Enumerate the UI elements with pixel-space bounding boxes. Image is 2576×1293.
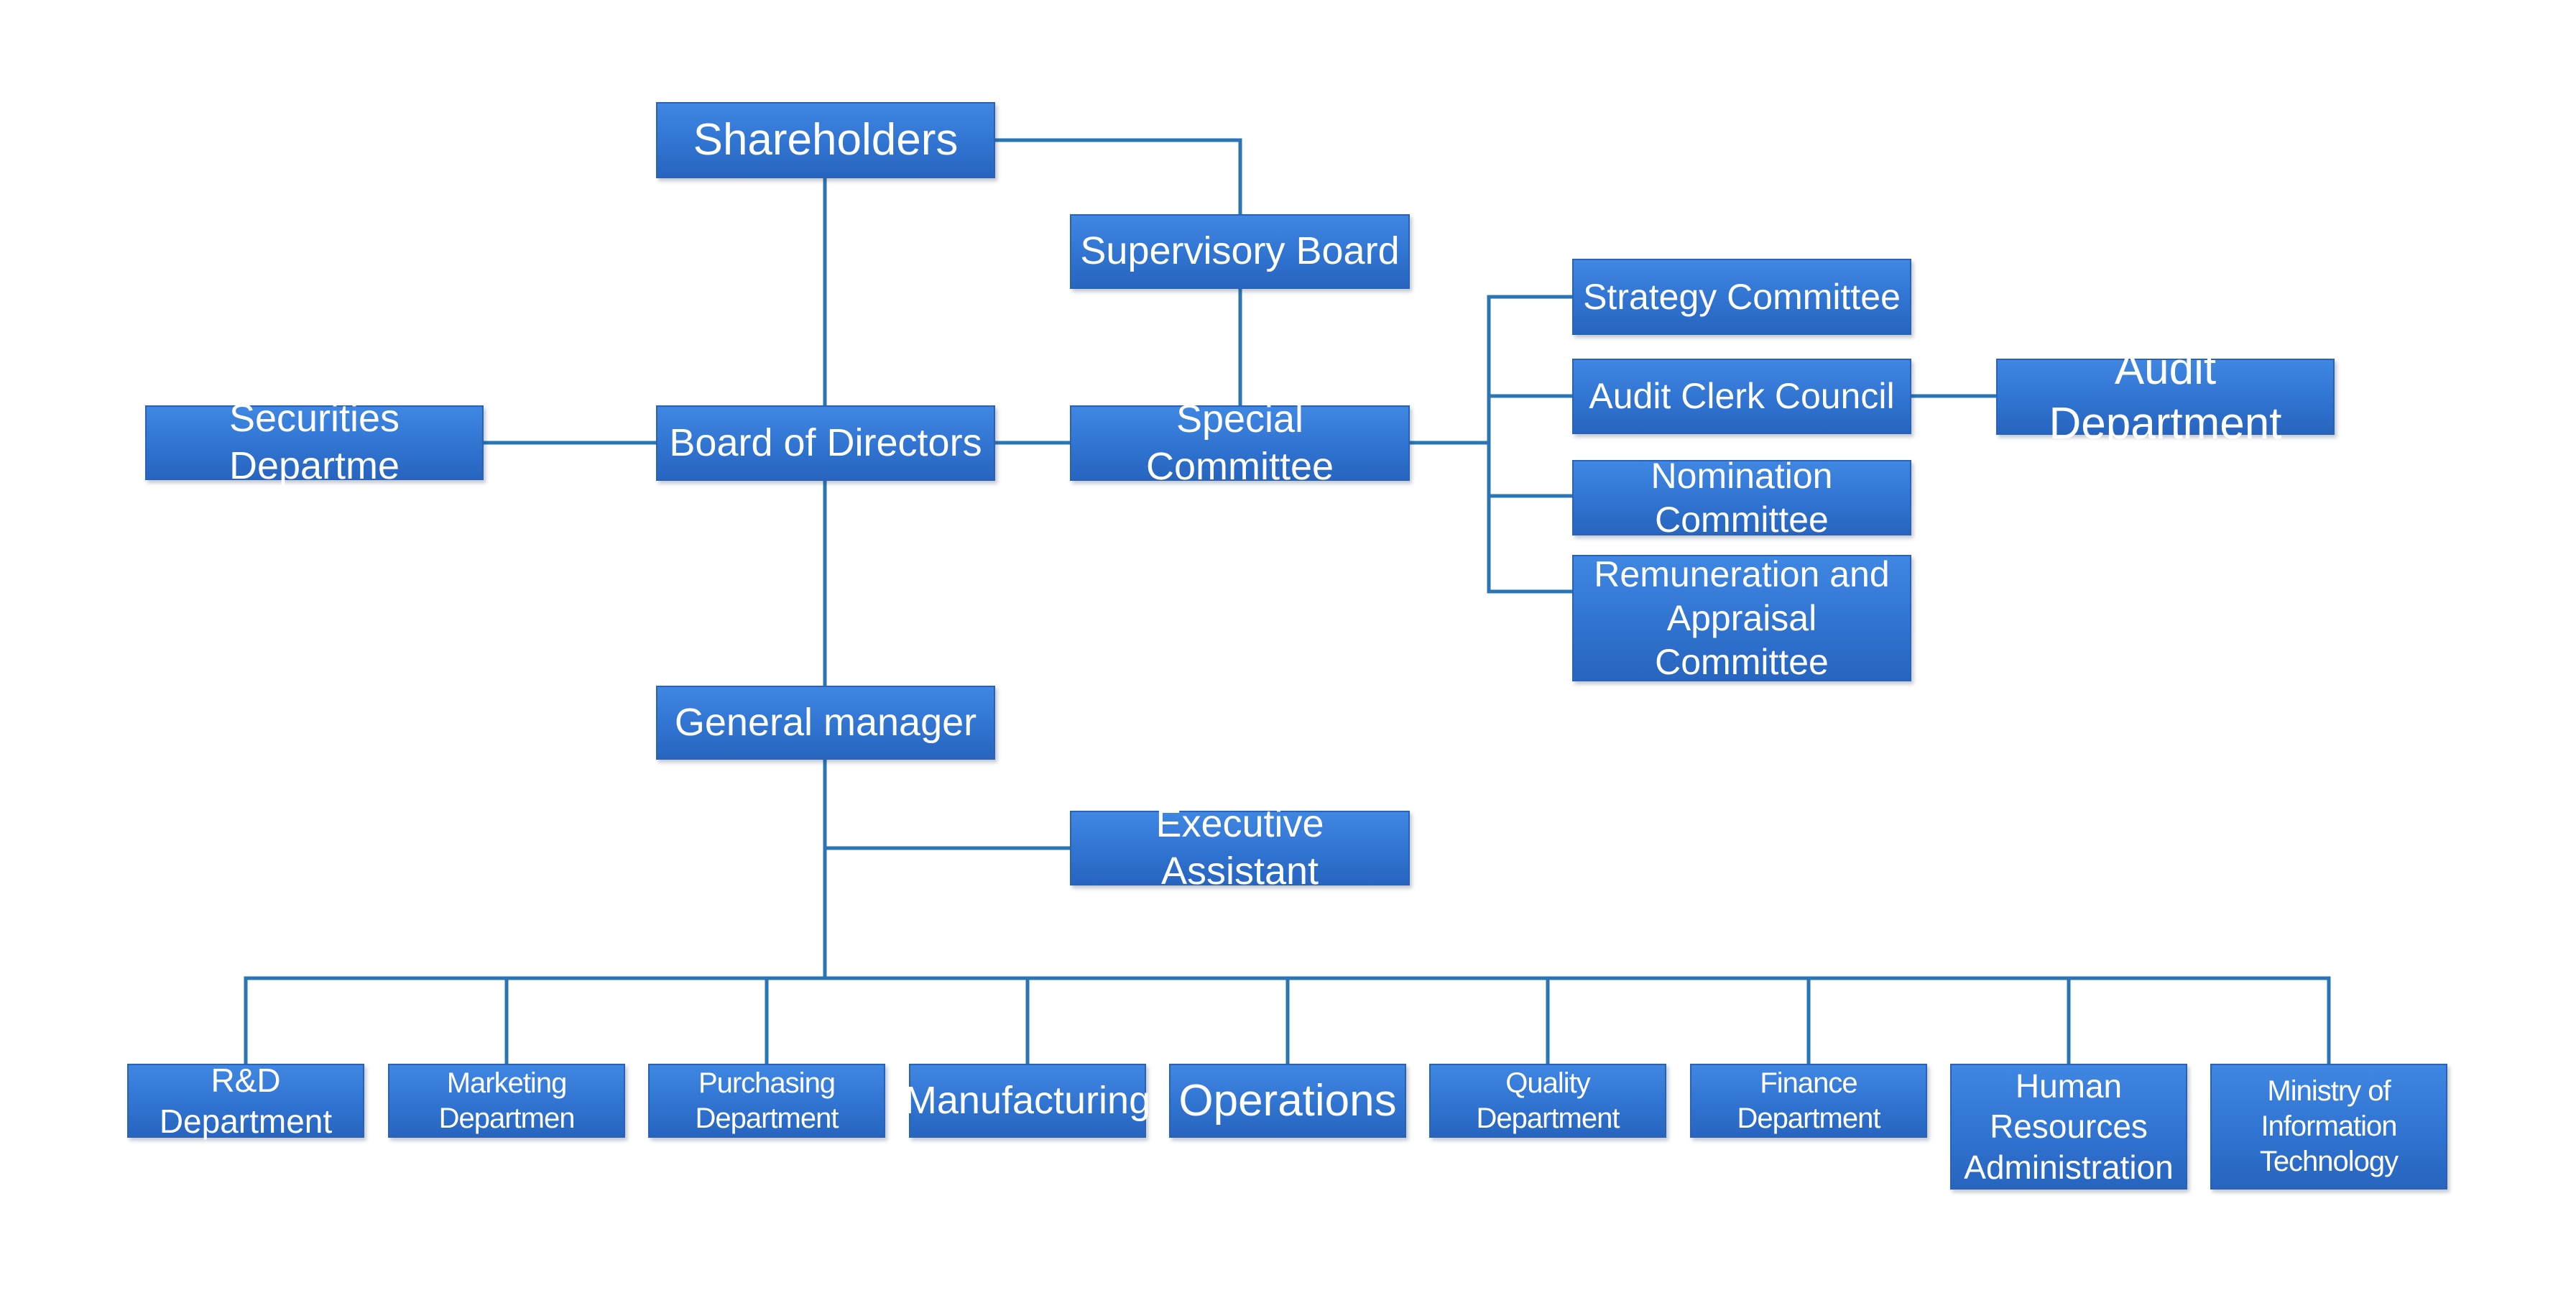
node-nomination-committee: Nomination Committee: [1572, 456, 1911, 540]
node-audit-department-label: Audit Department: [2049, 344, 2282, 448]
node-finance-department: Finance Department: [1690, 1064, 1927, 1138]
node-executive-assistant: Executive Assistant: [1070, 802, 1410, 893]
node-audit-clerk-council: Audit Clerk Council: [1572, 359, 1911, 434]
node-purchasing-department-label: Purchasing Department: [695, 1067, 839, 1134]
node-special-committee-label: Special Committee: [1145, 397, 1334, 488]
node-general-manager-label: General manager: [674, 700, 977, 744]
node-board-of-directors-label: Board of Directors: [669, 420, 982, 464]
node-shareholders: Shareholders: [656, 102, 995, 178]
node-strategy-committee-label: Strategy Committee: [1583, 276, 1901, 317]
node-hr-administration-line2: Administration: [1964, 1148, 2174, 1186]
node-manufacturing-label: Manufacturing: [904, 1078, 1151, 1122]
node-rd-department: R&D Department: [127, 1062, 364, 1140]
node-supervisory-board: Supervisory Board: [1070, 214, 1410, 289]
node-nomination-committee-label: Nomination Committee: [1651, 455, 1833, 540]
node-manufacturing: Manufacturing: [905, 1064, 1150, 1138]
node-securities-department-label: Securities Departme: [228, 397, 400, 487]
node-finance-department-label: Finance Department: [1737, 1067, 1881, 1134]
node-purchasing-department: Purchasing Department: [648, 1064, 885, 1138]
node-securities-department: Securities Departme: [145, 397, 484, 487]
node-strategy-committee: Strategy Committee: [1572, 259, 1911, 335]
node-shareholders-label: Shareholders: [693, 115, 959, 165]
node-hr-administration: Human Resources Administration: [1950, 1064, 2187, 1190]
node-information-technology-line1: Ministry of Information: [2261, 1075, 2397, 1143]
node-quality-department-label: Quality Department: [1476, 1067, 1620, 1134]
node-information-technology: Ministry of Information Technology: [2210, 1064, 2447, 1190]
node-supervisory-board-label: Supervisory Board: [1080, 229, 1400, 273]
node-remuneration-committee-line2: Appraisal Committee: [1655, 597, 1829, 682]
node-hr-administration-text: Human Resources Administration: [1957, 1066, 2180, 1187]
node-audit-clerk-council-label: Audit Clerk Council: [1589, 376, 1895, 416]
node-information-technology-line2: Technology: [2259, 1145, 2399, 1177]
node-operations-label: Operations: [1178, 1075, 1397, 1126]
node-remuneration-committee-text: Remuneration and Appraisal Committee: [1579, 553, 1904, 684]
node-special-committee: Special Committee: [1070, 397, 1410, 488]
node-board-of-directors: Board of Directors: [656, 405, 995, 481]
node-marketing-department: Marketing Departmen: [388, 1064, 625, 1138]
node-remuneration-committee-line1: Remuneration and: [1594, 553, 1890, 594]
node-rd-department-label: R&D Department: [159, 1062, 333, 1140]
node-executive-assistant-label: Executive Assistant: [1155, 802, 1324, 893]
node-general-manager: General manager: [656, 686, 995, 760]
node-information-technology-text: Ministry of Information Technology: [2217, 1074, 2440, 1179]
node-hr-administration-line1: Human Resources: [1990, 1067, 2148, 1146]
node-remuneration-committee: Remuneration and Appraisal Committee: [1572, 553, 1911, 684]
node-quality-department: Quality Department: [1429, 1064, 1666, 1138]
node-operations: Operations: [1169, 1064, 1406, 1138]
node-marketing-department-label: Marketing Departmen: [438, 1067, 576, 1134]
node-audit-department: Audit Department: [1996, 344, 2335, 448]
